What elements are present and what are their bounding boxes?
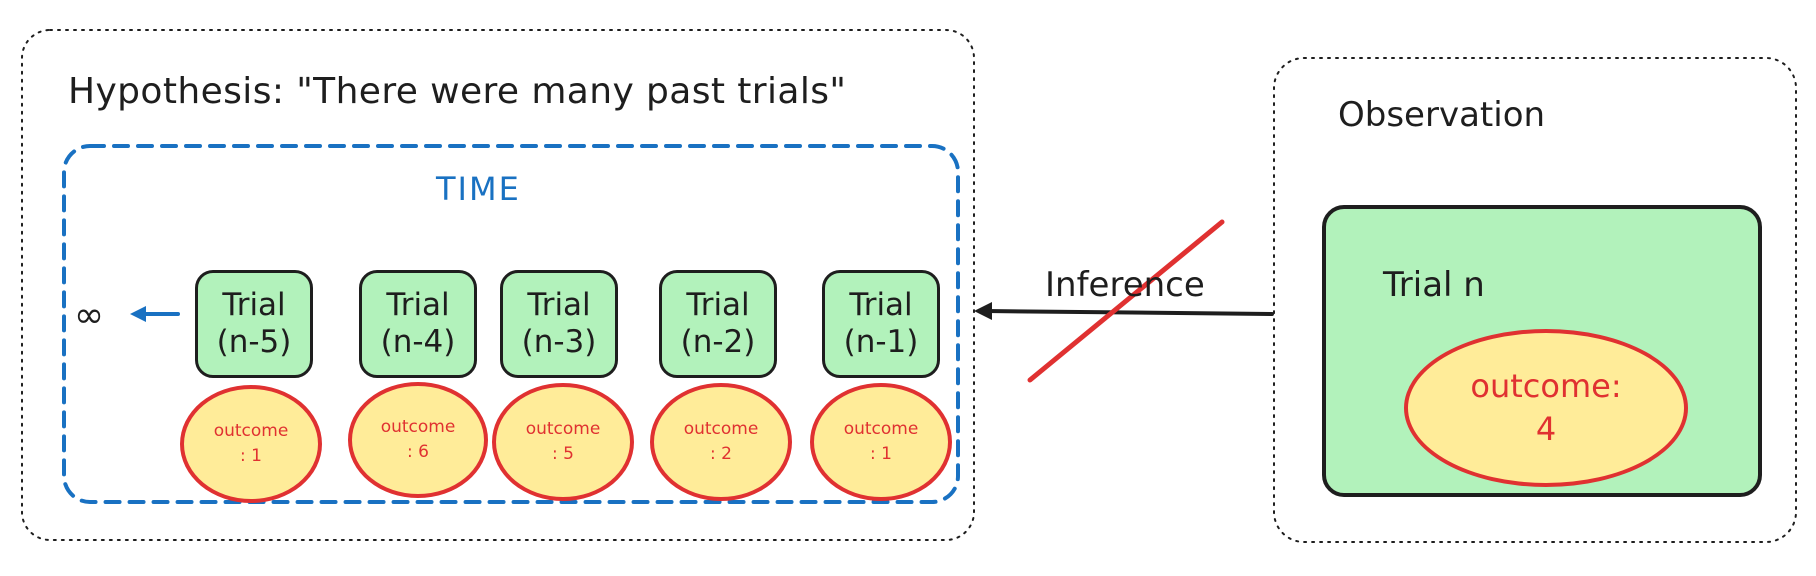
observed-outcome-value: 4 (1535, 410, 1557, 448)
trial-label: Trial (527, 286, 591, 323)
trial-label: Trial (686, 286, 750, 323)
trial-box-n-2: Trial (n-2) (659, 270, 777, 378)
trial-box-n-4: Trial (n-4) (359, 270, 477, 378)
inference-label: Inference (1045, 265, 1205, 305)
outcome-label: outcome (843, 418, 919, 439)
observed-outcome-ellipse: outcome: 4 (1404, 329, 1688, 487)
outcome-label: outcome (380, 416, 456, 437)
trial-box-n-3: Trial (n-3) (500, 270, 618, 378)
observed-outcome-label: outcome: (1470, 366, 1622, 405)
hypothesis-title: Hypothesis: "There were many past trials… (68, 71, 847, 112)
outcome-ellipse-n-5: outcome : 1 (180, 385, 322, 503)
outcome-value: : 6 (407, 442, 429, 462)
outcome-label: outcome (683, 418, 759, 439)
trial-index: (n-5) (216, 324, 292, 360)
outcome-ellipse-n-4: outcome : 6 (348, 382, 488, 498)
outcome-value: : 1 (870, 444, 892, 464)
hypothesis-container (21, 29, 975, 541)
trial-label: Trial (849, 286, 913, 323)
outcome-label: outcome (213, 420, 289, 441)
trial-box-n-5: Trial (n-5) (195, 270, 313, 378)
time-label: TIME (436, 170, 521, 208)
outcome-value: : 2 (710, 444, 732, 464)
trial-index: (n-1) (843, 324, 919, 360)
trial-index: (n-3) (521, 324, 597, 360)
outcome-ellipse-n-1: outcome : 1 (810, 383, 952, 501)
observation-title: Observation (1338, 95, 1546, 135)
trial-box-n-1: Trial (n-1) (822, 270, 940, 378)
trial-index: (n-4) (380, 324, 456, 360)
trial-label: Trial (386, 286, 450, 323)
cross-out-line (1027, 219, 1225, 383)
outcome-ellipse-n-2: outcome : 2 (650, 383, 792, 501)
observation-container (1273, 57, 1797, 543)
observed-trial-label: Trial n (1383, 265, 1485, 305)
outcome-value: : 5 (552, 444, 574, 464)
trial-label: Trial (222, 286, 286, 323)
inference-arrow (974, 302, 1274, 320)
outcome-ellipse-n-3: outcome : 5 (492, 383, 634, 501)
outcome-label: outcome (525, 418, 601, 439)
arrow-left-icon (130, 306, 180, 322)
infinity-symbol: ∞ (74, 295, 104, 336)
time-container (62, 144, 960, 504)
outcome-value: : 1 (240, 446, 262, 466)
trial-index: (n-2) (680, 324, 756, 360)
